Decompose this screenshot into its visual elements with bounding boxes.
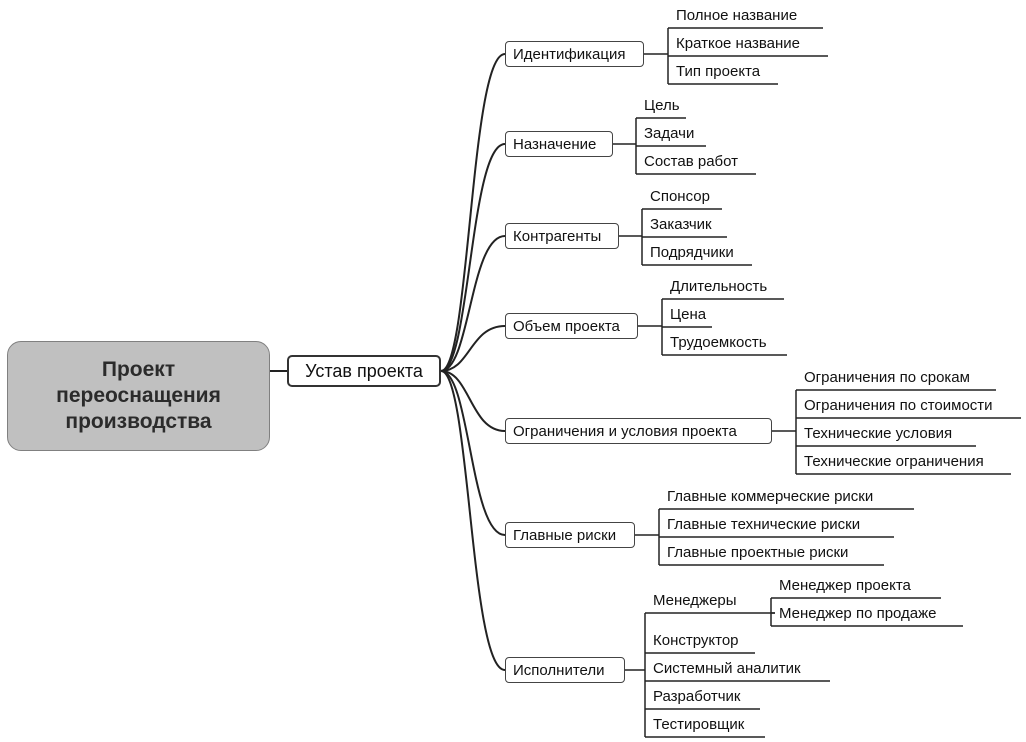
subtopic[interactable]: Цена bbox=[670, 306, 707, 323]
branch-connector bbox=[440, 235, 506, 372]
branch-connector bbox=[440, 143, 506, 372]
branch-topic[interactable]: Исполнители bbox=[505, 657, 625, 683]
branch-connector bbox=[440, 53, 506, 372]
subtopic[interactable]: Трудоемкость bbox=[670, 334, 767, 351]
subtopic[interactable]: Главные проектные риски bbox=[667, 544, 849, 561]
central-topic[interactable]: Проект переоснащения производства bbox=[7, 341, 270, 451]
subtopic[interactable]: Технические условия bbox=[804, 425, 953, 442]
branch-topic[interactable]: Идентификация bbox=[505, 41, 644, 67]
subtopic[interactable]: Спонсор bbox=[650, 188, 710, 205]
subtopic[interactable]: Главные коммерческие риски bbox=[667, 488, 874, 505]
branch-topic[interactable]: Главные риски bbox=[505, 522, 635, 548]
subtopic[interactable]: Технические ограничения bbox=[804, 453, 984, 470]
branch-topic[interactable]: Назначение bbox=[505, 131, 613, 157]
branch-connector bbox=[440, 370, 506, 432]
subtopic[interactable]: Длительность bbox=[670, 278, 768, 295]
subtopic[interactable]: Заказчик bbox=[650, 216, 712, 233]
subtopic[interactable]: Подрядчики bbox=[650, 244, 734, 261]
subtopic[interactable]: Главные технические риски bbox=[667, 516, 861, 533]
subtopic[interactable]: Менеджер проекта bbox=[779, 577, 911, 594]
root-topic[interactable]: Устав проекта bbox=[287, 355, 441, 387]
branch-connector bbox=[440, 370, 506, 536]
subtopic[interactable]: Цель bbox=[644, 97, 680, 114]
branch-connector bbox=[440, 370, 506, 671]
subtopic[interactable]: Тип проекта bbox=[676, 63, 761, 80]
subtopic[interactable]: Задачи bbox=[644, 125, 695, 142]
branch-topic[interactable]: Объем проекта bbox=[505, 313, 638, 339]
subtopic[interactable]: Полное название bbox=[676, 7, 798, 24]
subtopic[interactable]: Ограничения по срокам bbox=[804, 369, 970, 386]
subtopic[interactable]: Менеджеры bbox=[653, 592, 737, 609]
subtopic[interactable]: Краткое название bbox=[676, 35, 801, 52]
branch-topic[interactable]: Контрагенты bbox=[505, 223, 619, 249]
subtopic[interactable]: Тестировщик bbox=[653, 716, 745, 733]
subtopic[interactable]: Разработчик bbox=[653, 688, 741, 705]
branch-connector bbox=[440, 325, 506, 372]
subtopic[interactable]: Системный аналитик bbox=[653, 660, 801, 677]
subtopic[interactable]: Менеджер по продаже bbox=[779, 605, 937, 622]
subtopic[interactable]: Конструктор bbox=[653, 632, 739, 649]
subtopic[interactable]: Ограничения по стоимости bbox=[804, 397, 993, 414]
branch-topic[interactable]: Ограничения и условия проекта bbox=[505, 418, 772, 444]
subtopic[interactable]: Состав работ bbox=[644, 153, 739, 170]
